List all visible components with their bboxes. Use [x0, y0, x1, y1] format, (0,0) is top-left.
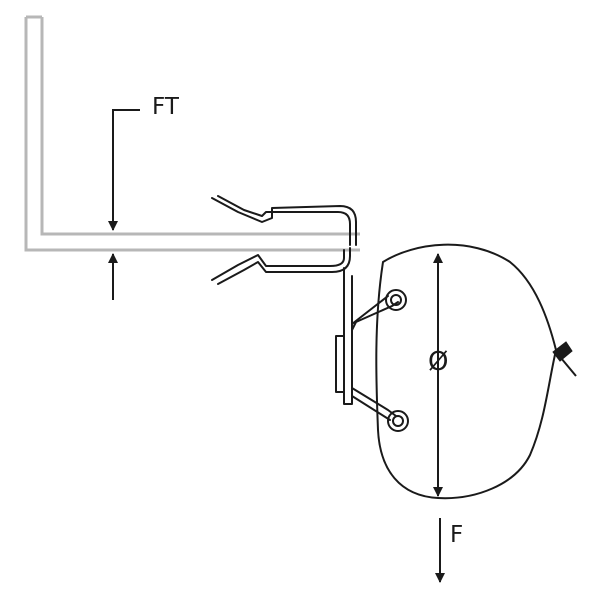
- bag: [375, 243, 577, 500]
- panel-outer-line: [24, 17, 360, 252]
- force-label: F: [450, 522, 464, 548]
- lower-grommet-outer: [387, 410, 409, 432]
- diameter-label: Ø: [428, 347, 449, 377]
- clip-lower-jaw-outer: [211, 249, 345, 281]
- clip-spine: [343, 267, 353, 405]
- ft-label: FT: [152, 94, 179, 120]
- clip-upper-jaw-inner: [217, 195, 351, 246]
- edge-clip: [211, 195, 399, 421]
- upper-grommet-inner: [390, 294, 402, 306]
- clip-lower-arm: [351, 387, 397, 417]
- clip-lower-jaw-inner: [217, 247, 351, 285]
- panel-edge: [24, 15, 360, 252]
- bag-outline: [375, 243, 557, 500]
- upper-grommet-outer: [385, 289, 407, 311]
- clip-upper-jaw-outer: [211, 197, 357, 246]
- tie-tab: [552, 341, 573, 362]
- clip-spine-plate: [335, 335, 345, 393]
- lower-grommet-inner: [392, 415, 404, 427]
- ft-arrow-down: [108, 109, 140, 231]
- thickness-dimension: [108, 109, 140, 300]
- panel-inner-line: [40, 17, 360, 236]
- clip-lower-arm-inner: [351, 395, 391, 421]
- clip-upper-arm-inner: [351, 295, 389, 325]
